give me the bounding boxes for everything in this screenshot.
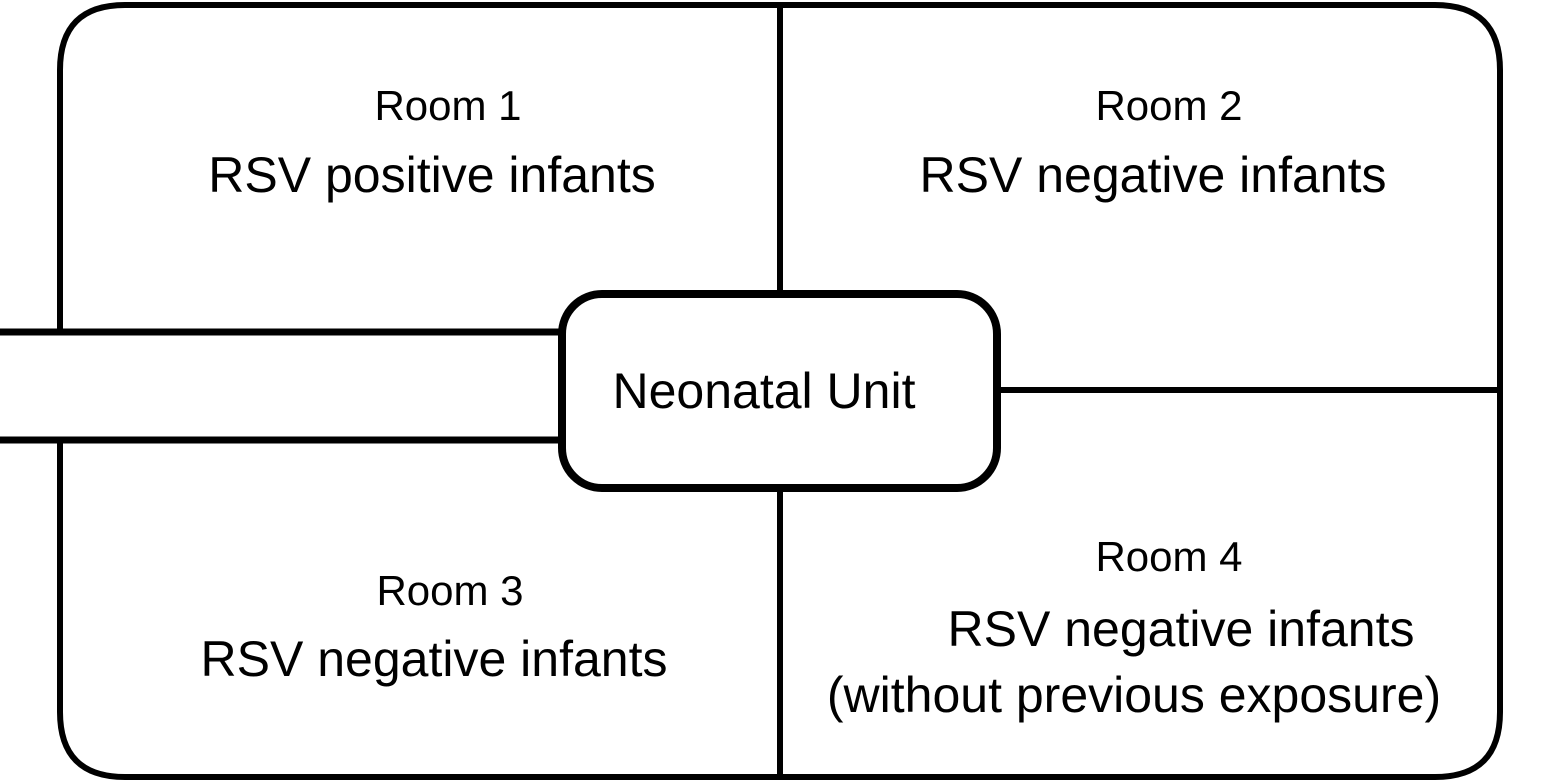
room-4-description: RSV negative infants (947, 601, 1415, 657)
neonatal-unit-box (558, 290, 1001, 492)
room-3-description: RSV negative infants (200, 631, 668, 687)
room-2-name: Room 2 (1095, 82, 1243, 129)
neonatal-unit-label: Neonatal Unit (612, 363, 916, 419)
room-3-name: Room 3 (376, 567, 524, 614)
room-2-description: RSV negative infants (919, 147, 1387, 203)
room-4-name: Room 4 (1095, 533, 1243, 580)
room-1-description: RSV positive infants (208, 147, 656, 203)
room-4-note: (without previous exposure) (826, 667, 1442, 723)
room-1-name: Room 1 (374, 82, 522, 129)
